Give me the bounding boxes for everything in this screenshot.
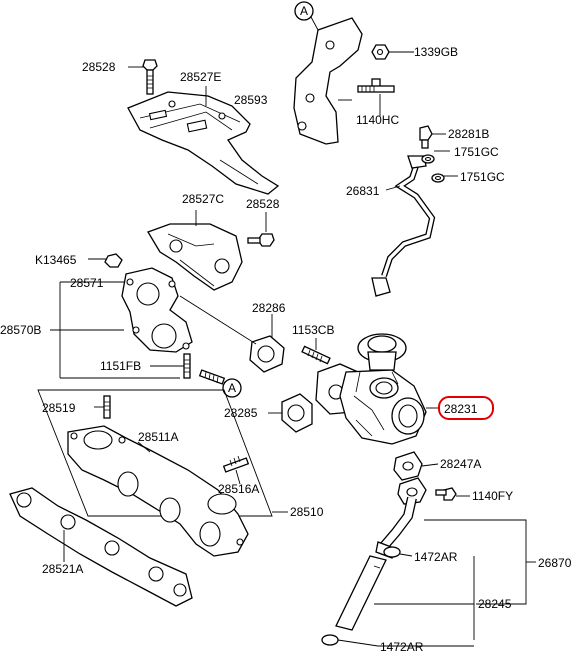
label-1151fb: 1151FB: [100, 359, 141, 373]
oil-feed-pipe-26831: [371, 155, 436, 297]
label-28527e: 28527E: [180, 70, 221, 84]
nut-1339gb: [371, 44, 390, 60]
bolt-1140hc: [357, 78, 395, 93]
gasket-28285: [281, 393, 313, 433]
label-1751gc-a: 1751GC: [454, 145, 499, 159]
exhaust-manifold-28511a: [67, 425, 249, 557]
bracket-28593: [293, 17, 363, 145]
label-1153cb: 1153CB: [292, 323, 334, 337]
label-28510: 28510: [290, 505, 324, 519]
label-28511a: 28511A: [138, 430, 178, 444]
gasket-28521a: [9, 487, 193, 607]
callout-circle-a-top: A: [294, 1, 314, 21]
label-26831: 26831: [346, 184, 380, 198]
stud-1153cb: [301, 345, 331, 365]
label-1472ar-b: 1472AR: [380, 640, 424, 654]
label-1140fy: 1140FY: [472, 489, 513, 503]
label-1339gb: 1339GB: [414, 45, 458, 59]
highlight-28231: [438, 396, 494, 420]
label-28571: 28571: [70, 276, 104, 290]
gasket-28286: [249, 335, 285, 373]
label-28231: 28231: [444, 402, 478, 416]
heat-shield-28527c: [147, 223, 243, 291]
label-28281b: 28281B: [448, 127, 489, 141]
label-28286: 28286: [252, 301, 286, 315]
stud-a-lower: [198, 369, 226, 385]
exhaust-elbow-28571: [121, 267, 193, 353]
stud-28519: [103, 395, 111, 419]
clamp-1472ar-b: [321, 634, 339, 646]
nut-k13465: [104, 253, 123, 268]
label-28521a: 28521A: [42, 562, 83, 576]
label-1751gc-b: 1751GC: [460, 170, 505, 184]
heat-shield-28527e: [127, 91, 280, 195]
label-28528-top: 28528: [82, 60, 116, 74]
label-28285: 28285: [224, 406, 258, 420]
label-1472ar-a: 1472AR: [414, 550, 458, 564]
bolt-28528-top: [142, 59, 158, 95]
callout-letter-bottom: A: [228, 381, 236, 395]
label-28528-mid: 28528: [246, 197, 280, 211]
union-bolt-28281b: [419, 125, 433, 149]
bolt-28528-mid: [247, 233, 275, 247]
label-28247a: 28247A: [440, 457, 481, 471]
bolt-1140fy: [435, 487, 457, 501]
stud-1151fb: [183, 353, 191, 379]
washer-1751gc-b: [431, 173, 445, 183]
label-28516a: 28516A: [218, 482, 259, 496]
callout-circle-a-bottom: A: [222, 378, 242, 398]
gasket-28247a: [393, 451, 427, 505]
washer-1751gc-a: [421, 154, 435, 164]
label-28593: 28593: [234, 93, 268, 107]
label-28527c: 28527C: [182, 192, 224, 206]
label-1140hc: 1140HC: [356, 113, 399, 127]
label-28519: 28519: [42, 401, 76, 415]
stud-28516a: [222, 455, 250, 473]
label-28245: 28245: [478, 597, 512, 611]
clamp-1472ar-a: [383, 546, 401, 558]
turbocharger-28231: [315, 333, 427, 445]
callout-letter: A: [300, 4, 308, 18]
label-28570b: 28570B: [0, 323, 41, 337]
label-k13465: K13465: [35, 253, 77, 267]
hose-28245: [335, 555, 387, 631]
label-26870: 26870: [538, 556, 572, 570]
